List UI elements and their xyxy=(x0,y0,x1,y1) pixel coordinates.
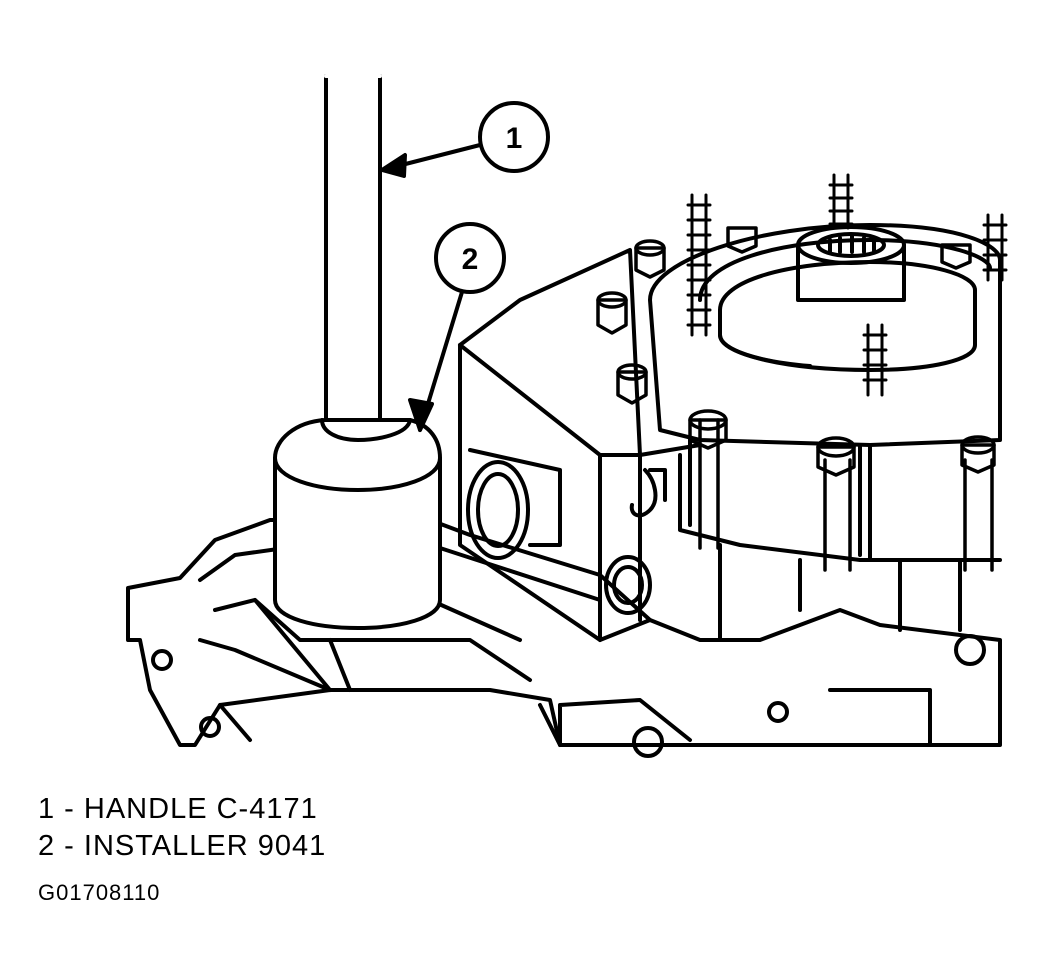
rear-housing xyxy=(648,223,1002,642)
case-housing-base xyxy=(126,518,1002,758)
flange-bolts xyxy=(596,226,996,572)
gear-case-block xyxy=(458,248,702,642)
callout-2-number: 2 xyxy=(462,243,479,276)
legend-item-handle: 1 - HANDLE C-4171 xyxy=(38,793,318,825)
transfer-case-illustration: 1 2 xyxy=(126,74,1008,758)
installer-tool xyxy=(273,418,442,630)
threaded-studs xyxy=(686,173,1008,397)
callout-1: 1 xyxy=(380,101,550,178)
callout-2: 2 xyxy=(408,222,506,432)
legend-item-installer: 2 - INSTALLER 9041 xyxy=(38,830,327,862)
figure-id: G01708110 xyxy=(38,880,161,905)
callout-1-number: 1 xyxy=(506,122,523,155)
handle-shaft xyxy=(324,74,382,422)
